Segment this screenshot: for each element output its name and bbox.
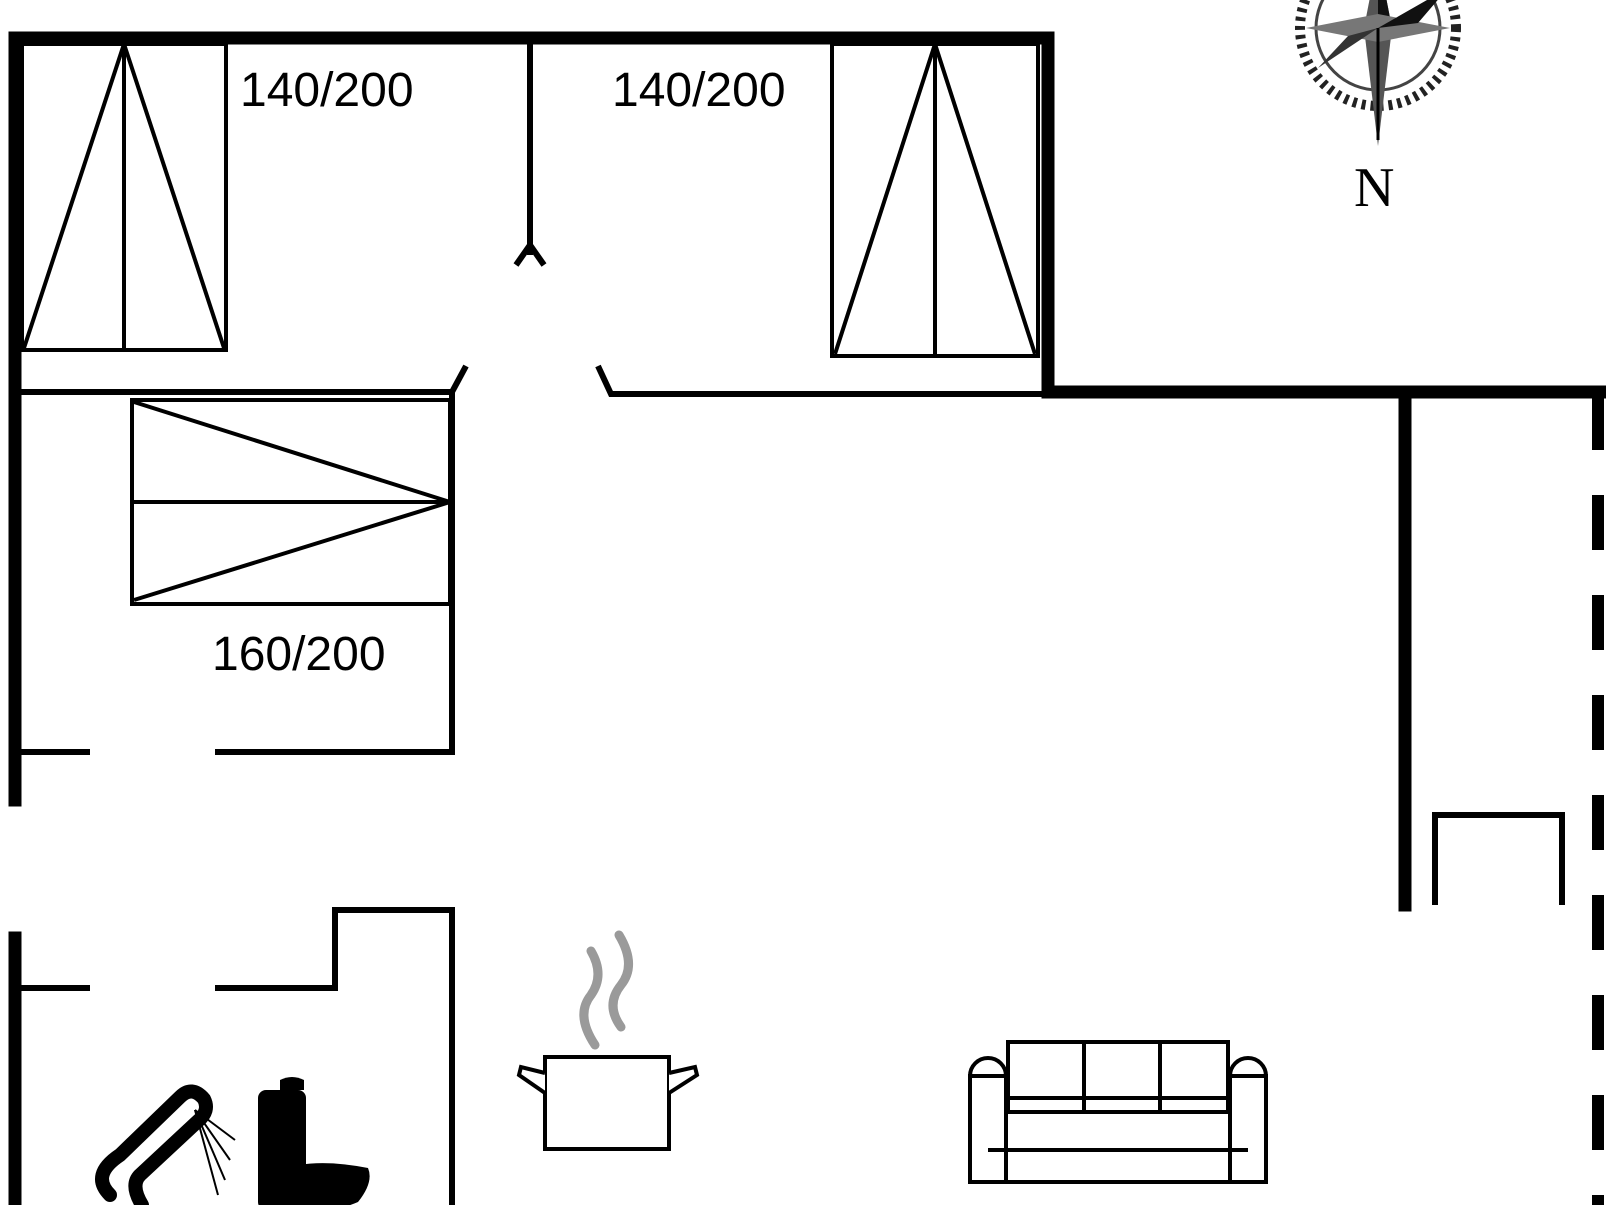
kitchen-pot-icon — [516, 930, 700, 1151]
compass-icon: N — [1295, 0, 1461, 219]
bed-size-label: 140/200 — [612, 64, 786, 117]
toilet-icon — [258, 1077, 370, 1205]
bed-size-label: 140/200 — [240, 64, 414, 117]
bed-top-right: 140/200 — [612, 42, 1040, 358]
sofa-icon — [968, 1040, 1268, 1184]
bed-mid-left: 160/200 — [130, 398, 452, 681]
bed-size-label: 160/200 — [212, 628, 386, 681]
outer-walls — [8, 31, 1606, 1205]
interior-walls — [18, 42, 1565, 1205]
compass-north-label: N — [1354, 157, 1394, 219]
bed-top-left: 140/200 — [20, 42, 414, 352]
shower-icon — [95, 1084, 236, 1205]
